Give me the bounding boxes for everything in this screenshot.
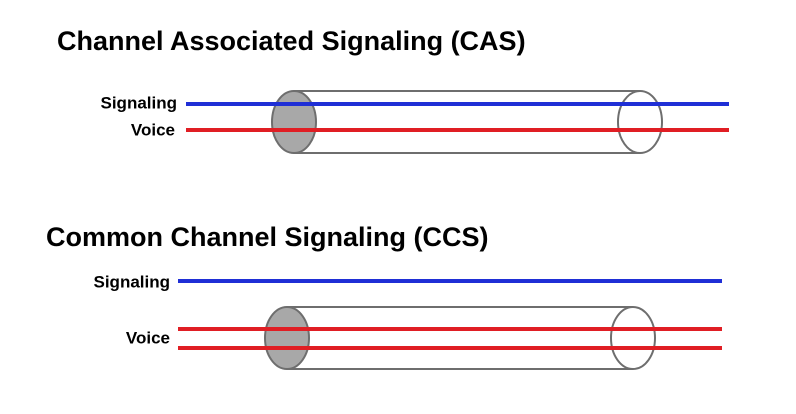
ccs-pipe-back-end <box>610 306 634 370</box>
ccs-signaling-label: Signaling <box>93 272 171 292</box>
ccs-title: Common Channel Signaling (CCS) <box>46 222 489 252</box>
ccs-voice-label: Voice <box>125 328 170 348</box>
ccs-pipe-body <box>287 306 656 370</box>
cas-title: Channel Associated Signaling (CAS) <box>57 26 526 56</box>
cas-pipe-back-end <box>617 90 641 154</box>
cas-pipe-body <box>294 90 663 154</box>
cas-pipe <box>271 90 663 154</box>
ccs-pipe <box>264 306 656 370</box>
cas-pipe-front-end <box>271 90 317 154</box>
ccs-pipe-front-end <box>264 306 310 370</box>
cas-signaling-label: Signaling <box>100 93 178 113</box>
cas-voice-label: Voice <box>130 120 175 140</box>
